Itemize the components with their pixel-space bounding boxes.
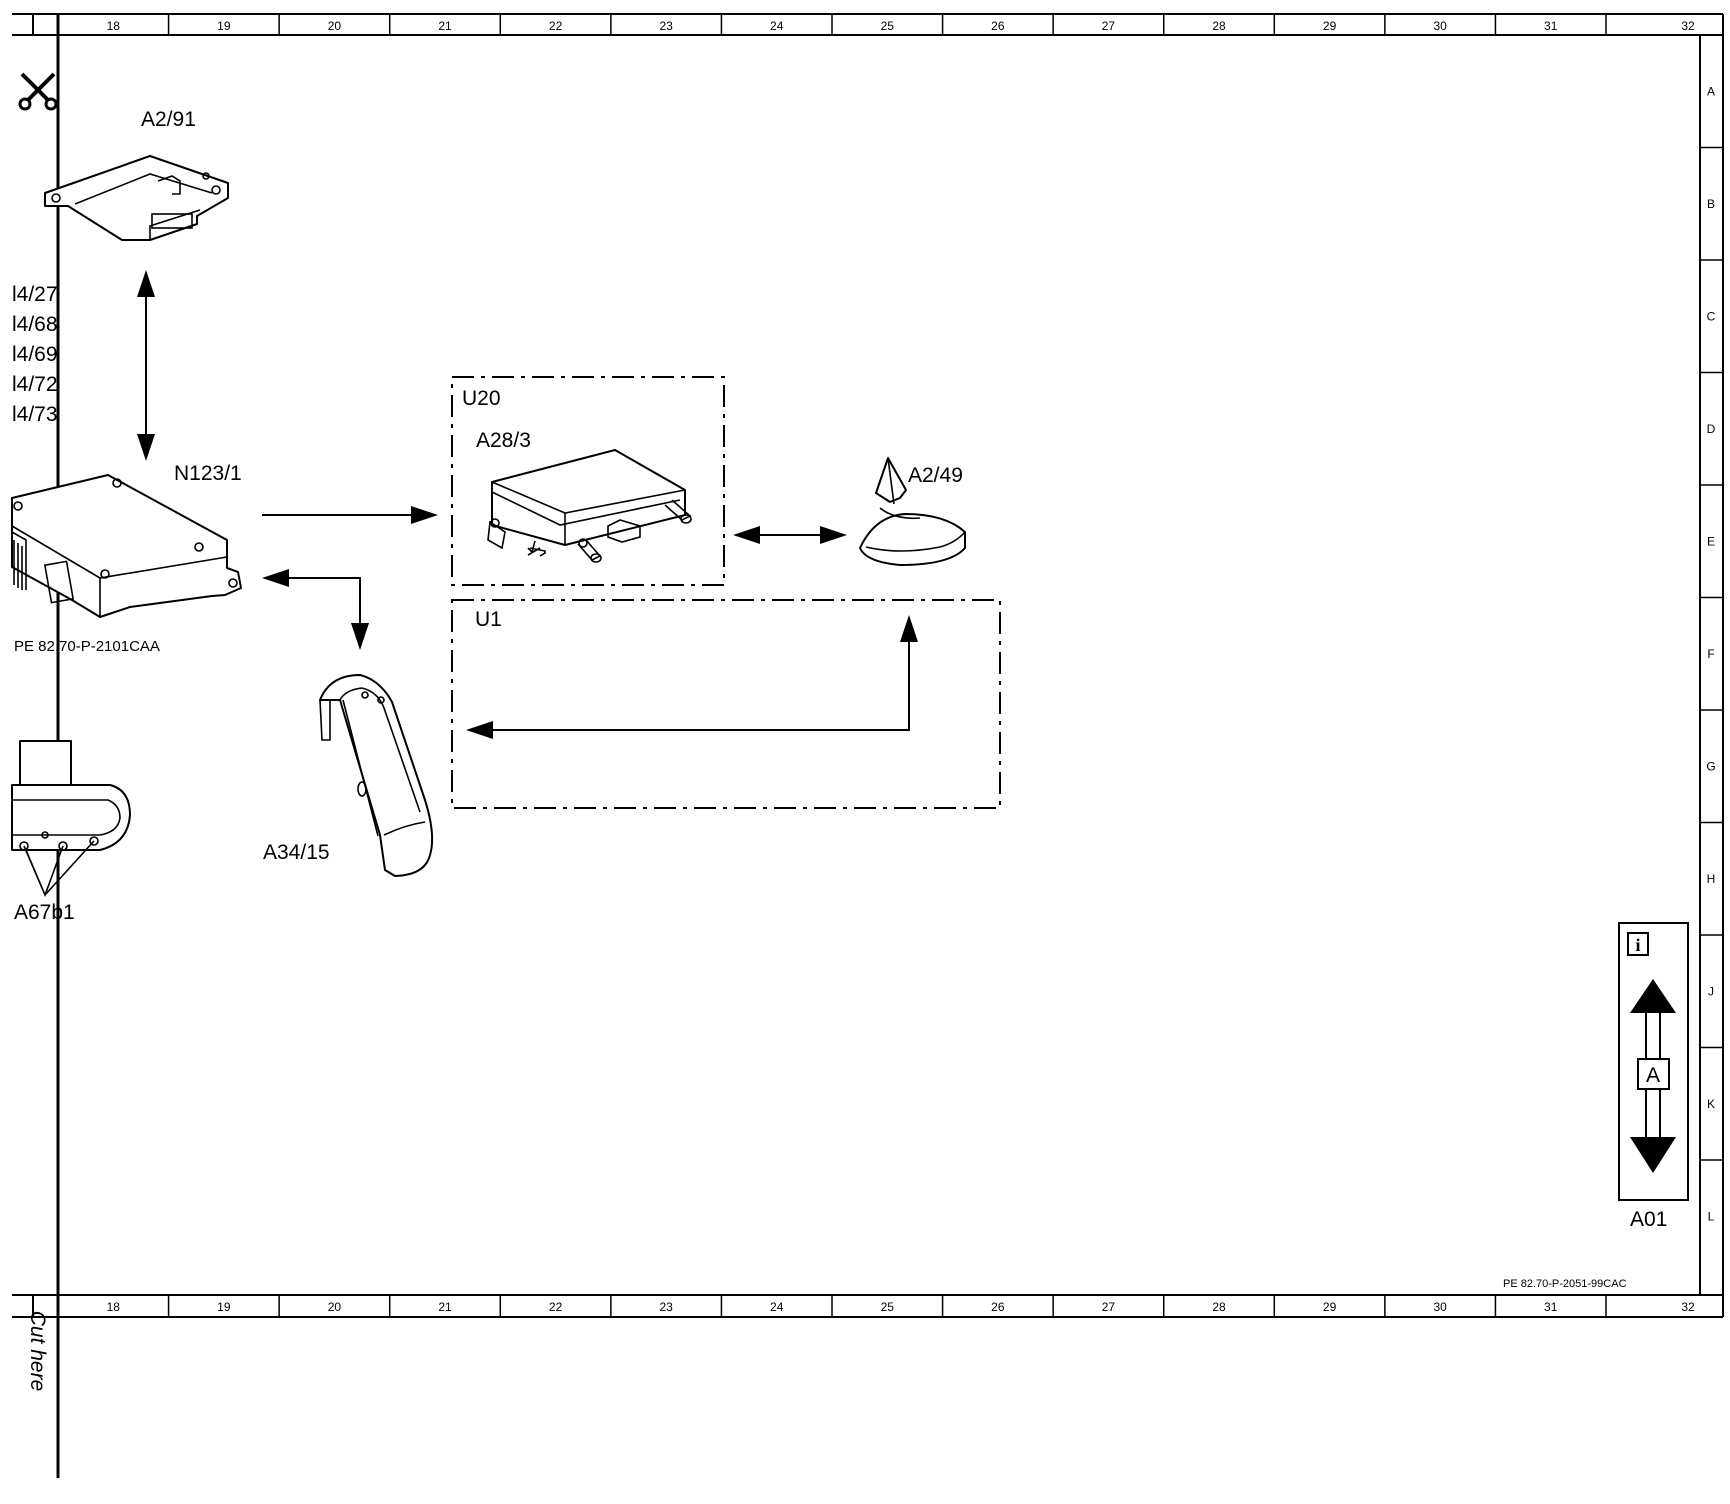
column-label: 20: [328, 1300, 342, 1314]
link-a2-91-n123-1: [137, 270, 155, 461]
column-label: 29: [1323, 19, 1337, 33]
left-ref-4: l4/72: [12, 373, 58, 396]
drawing-code: PE 82.70-P-2051-99CAC: [1503, 1278, 1627, 1290]
row-label: E: [1707, 534, 1715, 548]
column-label: 24: [770, 1300, 784, 1314]
row-label: D: [1707, 422, 1716, 436]
row-label: K: [1707, 1097, 1715, 1111]
row-label: L: [1708, 1209, 1715, 1223]
link-a28-3-a2-49: [733, 526, 847, 544]
column-label: 29: [1323, 1300, 1337, 1314]
row-ticks: A B C D E F G H J K L: [1700, 84, 1723, 1223]
left-ref-5: l4/73: [12, 403, 58, 426]
row-label: A: [1707, 84, 1715, 98]
column-label: 18: [107, 1300, 121, 1314]
column-label: 22: [549, 19, 563, 33]
column-label: 32: [1681, 1300, 1695, 1314]
column-label: 19: [217, 19, 231, 33]
label-a2-49: A2/49: [908, 464, 963, 487]
column-label: 25: [881, 1300, 895, 1314]
link-n123-1-u20: [262, 506, 438, 524]
row-label: C: [1707, 309, 1716, 323]
column-label: 32: [1681, 19, 1695, 33]
box-u1: U1: [451, 599, 1001, 809]
column-label: 26: [991, 1300, 1005, 1314]
label-u20: U20: [462, 387, 501, 410]
component-n123-1: N123/1: [11, 462, 242, 618]
component-a2-49: A2/49: [859, 457, 966, 566]
arrow-down-icon[interactable]: [1630, 1137, 1676, 1173]
link-a2-49-u1: [466, 615, 918, 739]
column-label: 31: [1544, 19, 1558, 33]
nav-box-label: A: [1646, 1064, 1660, 1087]
column-label: 25: [881, 19, 895, 33]
left-drawing-code: PE 82.70-P-2101CAA: [14, 638, 160, 655]
column-label: 20: [328, 19, 342, 33]
cut-here-label: Cut here: [26, 1311, 49, 1392]
column-label: 30: [1433, 19, 1447, 33]
component-a67b1: A67b1: [11, 740, 131, 924]
row-label: F: [1707, 647, 1714, 661]
info-icon-glyph: i: [1635, 935, 1640, 955]
column-label: 31: [1544, 1300, 1558, 1314]
navigation-panel-a01[interactable]: i A A01: [1618, 922, 1689, 1231]
left-ref-2: l4/68: [12, 313, 58, 336]
column-label: 28: [1212, 1300, 1226, 1314]
label-a28-3: A28/3: [476, 429, 531, 452]
column-label: 19: [217, 1300, 231, 1314]
column-label: 21: [438, 19, 452, 33]
column-label: 27: [1102, 19, 1116, 33]
component-a28-3: A28/3: [476, 429, 692, 563]
component-a34-15: A34/15: [263, 674, 434, 877]
column-label: 24: [770, 19, 784, 33]
link-n123-1-a34-15: [262, 569, 369, 650]
row-label: B: [1707, 197, 1715, 211]
column-label: 23: [659, 1300, 673, 1314]
nav-panel-name: A01: [1630, 1208, 1667, 1231]
column-label: 27: [1102, 1300, 1116, 1314]
box-u20: U20: [451, 376, 725, 586]
label-a34-15: A34/15: [263, 841, 330, 864]
left-reference-list: l4/27 l4/68 l4/69 l4/72 l4/73: [12, 283, 58, 426]
column-label: 26: [991, 19, 1005, 33]
row-label: G: [1706, 759, 1715, 773]
label-u1: U1: [475, 608, 502, 631]
label-a2-91: A2/91: [141, 108, 196, 131]
column-label: 21: [438, 1300, 452, 1314]
column-ticks-bottom: 18 19 20 21 22 23 24 25 26 27 28 29 30 31 32: [107, 1295, 1695, 1317]
info-icon[interactable]: i: [1627, 932, 1649, 956]
left-ref-1: l4/27: [12, 283, 58, 306]
label-n123-1: N123/1: [174, 462, 242, 485]
label-a67b1: A67b1: [14, 901, 75, 924]
arrow-up-icon[interactable]: [1630, 979, 1676, 1013]
column-label: 22: [549, 1300, 563, 1314]
column-label: 23: [659, 19, 673, 33]
column-ticks-top: 18 19 20 21 22 23 24 25 26 27 28 29 30 31 32: [107, 14, 1695, 35]
scissors-icon: [18, 72, 58, 111]
row-label: H: [1707, 872, 1716, 886]
column-label: 28: [1212, 19, 1226, 33]
drawing-frame: [12, 13, 1724, 1478]
row-label: J: [1708, 984, 1714, 998]
nav-box[interactable]: [1637, 1058, 1670, 1090]
component-a2-91: A2/91: [44, 108, 229, 241]
column-label: 18: [107, 19, 121, 33]
left-ref-3: l4/69: [12, 343, 58, 366]
column-label: 30: [1433, 1300, 1447, 1314]
